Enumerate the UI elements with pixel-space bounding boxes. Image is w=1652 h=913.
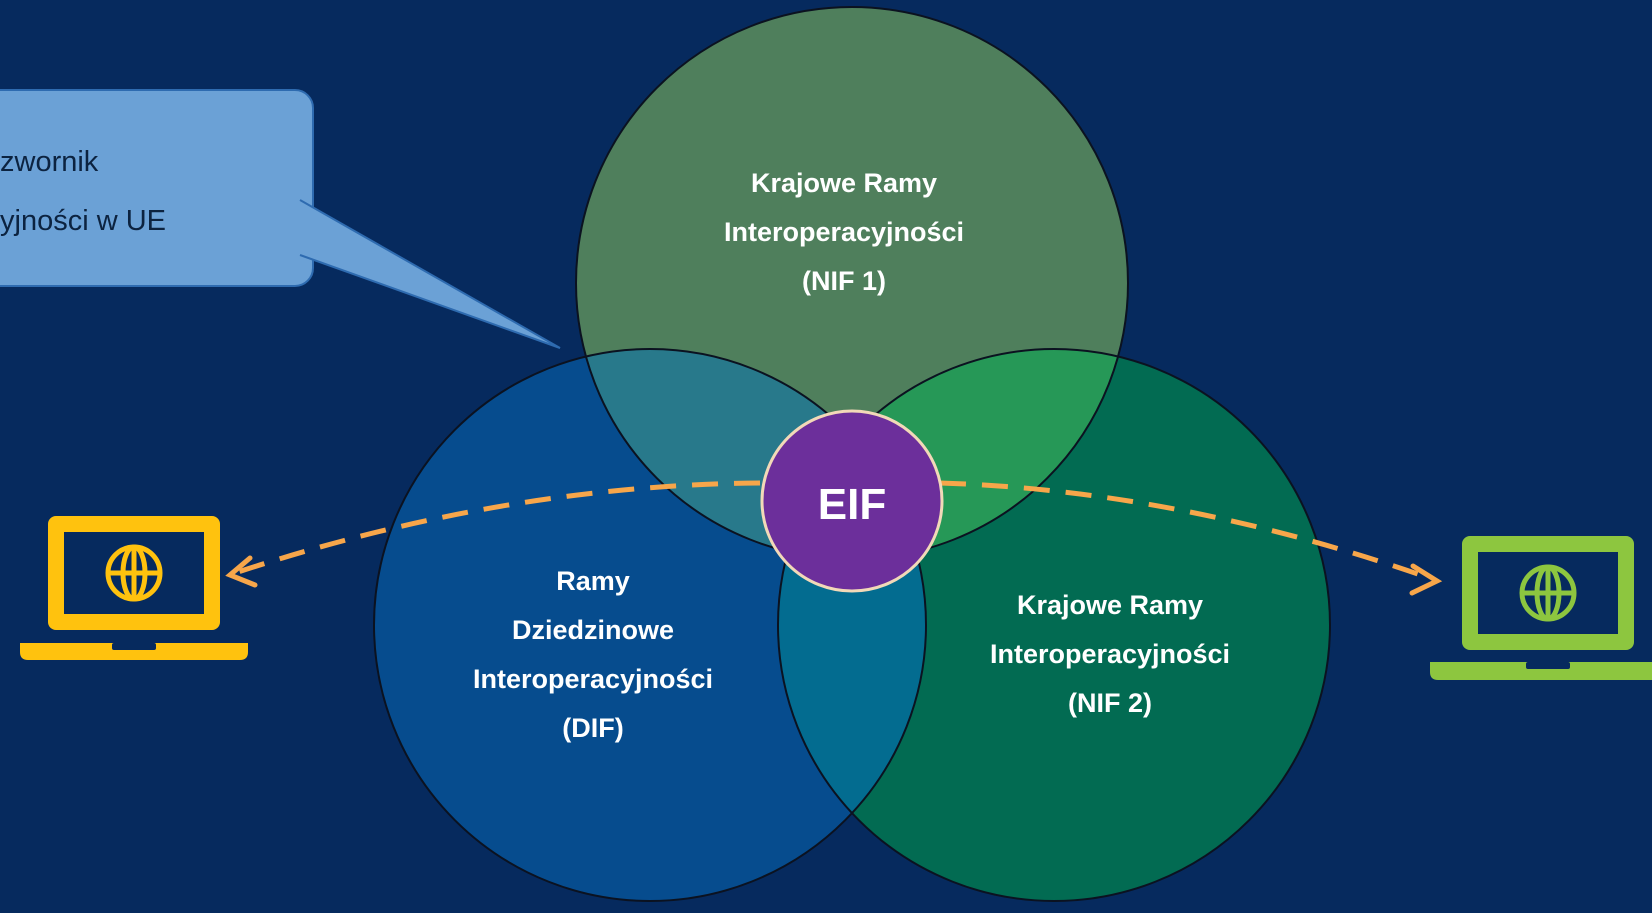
laptop-globe-icon — [1430, 536, 1652, 680]
arrowhead-left — [225, 555, 258, 588]
globe-icon — [105, 544, 163, 602]
label-nif2-line3: (NIF 2) — [1068, 688, 1152, 718]
arrowheads — [225, 555, 1443, 596]
eif-center: EIF — [760, 409, 944, 593]
label-dif-line4: (DIF) — [562, 713, 623, 743]
callout-bubble: zwornik yjności w UE — [0, 89, 561, 349]
label-nif2-line2: Interoperacyjności — [990, 639, 1230, 669]
label-dif-line3: Interoperacyjności — [473, 664, 713, 694]
label-nif1-line2: Interoperacyjności — [724, 217, 964, 247]
arrowhead-right — [1409, 563, 1443, 596]
label-dif-line2: Dziedzinowe — [512, 615, 674, 645]
globe-icon — [1519, 564, 1577, 622]
dashed-arrows — [231, 480, 1436, 583]
arrow-to-left-laptop — [231, 480, 761, 577]
label-dif-line1: Ramy — [556, 566, 630, 596]
callout-line-1: zwornik — [0, 146, 99, 178]
label-nif1-line1: Krajowe Ramy — [751, 168, 937, 198]
label-nif1-line3: (NIF 1) — [802, 266, 886, 296]
label-nif1: Krajowe Ramy Interoperacyjności (NIF 1) — [724, 168, 964, 296]
eif-label: EIF — [818, 480, 886, 529]
laptop-globe-icon — [20, 516, 248, 660]
callout-line-2: yjności w UE — [0, 205, 166, 237]
arrow-to-right-laptop — [939, 480, 1436, 583]
label-nif2-line1: Krajowe Ramy — [1017, 590, 1203, 620]
label-dif: Ramy Dziedzinowe Interoperacyjności (DIF… — [473, 566, 713, 743]
label-nif2: Krajowe Ramy Interoperacyjności (NIF 2) — [990, 590, 1230, 718]
